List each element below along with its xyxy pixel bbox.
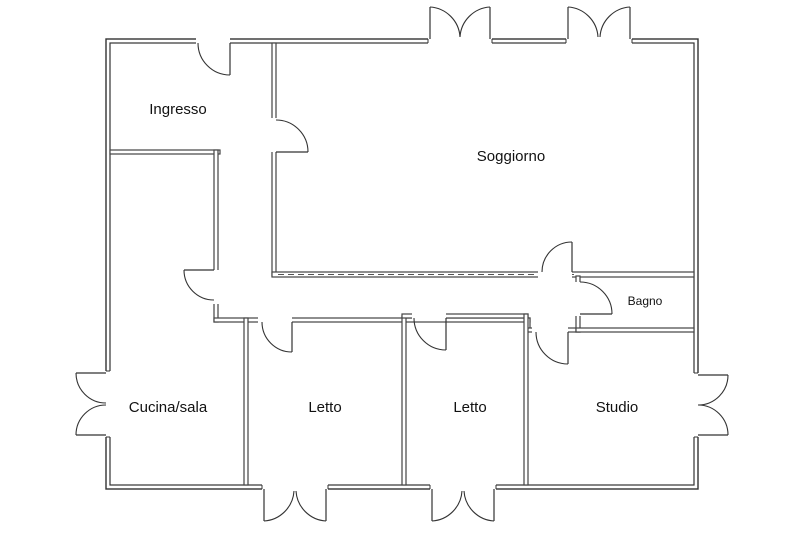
corridor-walls [109, 42, 695, 333]
window-soggiorno-top-left [429, 6, 491, 39]
room-label-studio: Studio [596, 399, 639, 416]
window-openings [104, 37, 700, 491]
room-label-cucina: Cucina/sala [129, 399, 208, 416]
door-entrance [196, 38, 231, 76]
door-letto-2 [412, 312, 447, 351]
window-letto-1-bottom [263, 489, 327, 522]
door-soggiorno-bagno [538, 241, 573, 279]
door-bagno [574, 281, 613, 316]
room-label-letto-1: Letto [308, 399, 341, 416]
window-studio-right [697, 374, 729, 436]
window-soggiorno-top-right [567, 6, 631, 39]
door-soggiorno [270, 118, 309, 153]
door-studio [532, 326, 569, 365]
room-partitions [243, 313, 529, 486]
door-letto-1 [258, 316, 293, 353]
window-letto-2-bottom [431, 489, 495, 522]
room-label-bagno: Bagno [628, 294, 663, 308]
room-label-letto-2: Letto [453, 399, 486, 416]
window-cucina-left [75, 372, 107, 436]
door-cucina [183, 269, 220, 304]
room-label-soggiorno: Soggiorno [477, 148, 545, 165]
room-label-ingresso: Ingresso [149, 101, 207, 118]
